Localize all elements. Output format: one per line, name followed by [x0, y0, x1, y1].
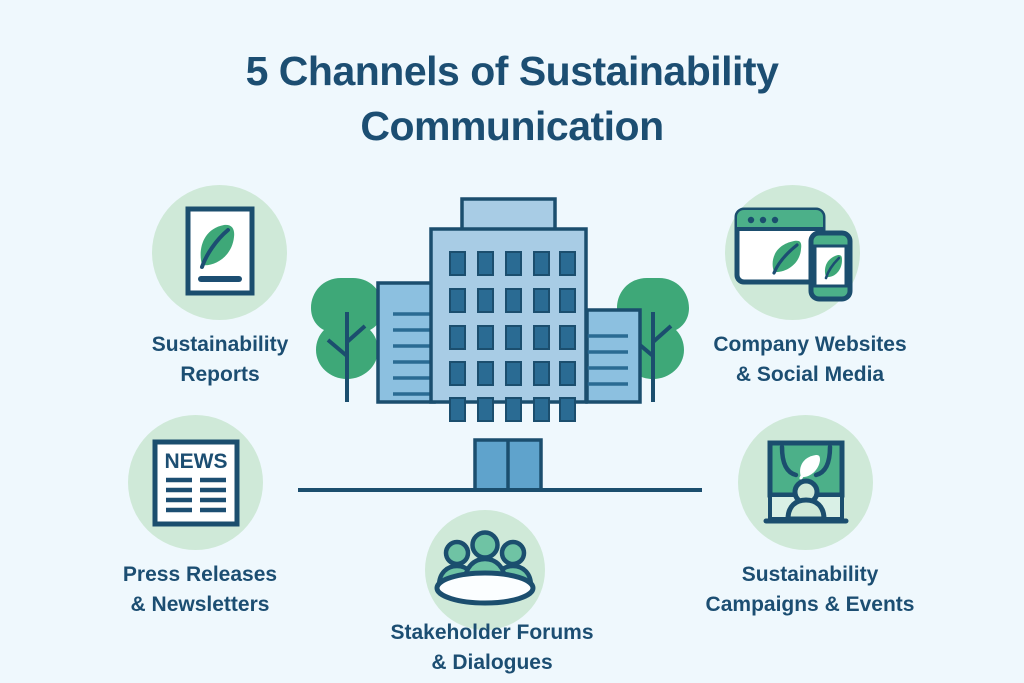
channel-label-campaigns-line1: Sustainability	[741, 563, 879, 586]
building-entrance	[473, 438, 543, 492]
channel-press-releases[interactable]: NEWS Press Releases & Newsletters	[85, 415, 315, 616]
building-wing-left	[376, 281, 436, 404]
channel-label-campaigns-line2: Campaigns & Events	[705, 592, 915, 616]
channel-label-forums: Stakeholder Forums & Dialogues	[372, 618, 612, 678]
channel-label-reports-line2: Reports	[180, 362, 260, 386]
channel-label-reports: Sustainability Reports	[105, 330, 335, 390]
channel-label-web-line1: Company Websites	[713, 333, 907, 356]
corporate-building-illustration	[295, 190, 705, 500]
tree-left	[311, 278, 383, 402]
channel-company-websites[interactable]: Company Websites & Social Media	[690, 185, 930, 386]
channel-label-press-line2: & Newsletters	[130, 592, 270, 616]
channel-label-web: Company Websites & Social Media	[690, 330, 930, 390]
channel-sustainability-campaigns[interactable]: Sustainability Campaigns & Events	[690, 415, 930, 616]
newspaper-icon: NEWS	[128, 415, 263, 550]
stage-presentation-icon	[738, 415, 873, 550]
channel-label-forums-line1: Stakeholder Forums	[390, 621, 594, 644]
sustainability-report-document-icon	[152, 185, 287, 320]
building-rooftop-box	[460, 197, 557, 232]
building-wing-right	[585, 308, 642, 404]
channel-label-press-line1: Press Releases	[122, 563, 278, 586]
title-line-2: Communication	[360, 103, 664, 150]
channel-label-campaigns: Sustainability Campaigns & Events	[690, 560, 930, 620]
channel-label-forums-line2: & Dialogues	[431, 650, 553, 674]
building-window-grid	[449, 251, 576, 422]
people-roundtable-icon	[425, 510, 545, 630]
browser-and-phone-icon	[725, 185, 860, 320]
title-line-1: 5 Channels of Sustainability	[245, 48, 779, 94]
channel-stakeholder-forums[interactable]: Stakeholder Forums & Dialogues	[372, 510, 612, 683]
mobile-phone-icon	[808, 230, 852, 301]
channel-label-press: Press Releases & Newsletters	[85, 560, 315, 620]
channel-label-reports-line1: Sustainability	[151, 333, 289, 356]
channel-label-web-line2: & Social Media	[735, 362, 885, 386]
page-title: 5 Channels of Sustainability Communicati…	[0, 44, 1024, 155]
newspaper-masthead-text: NEWS	[164, 450, 227, 473]
channel-sustainability-reports[interactable]: Sustainability Reports	[105, 185, 335, 386]
